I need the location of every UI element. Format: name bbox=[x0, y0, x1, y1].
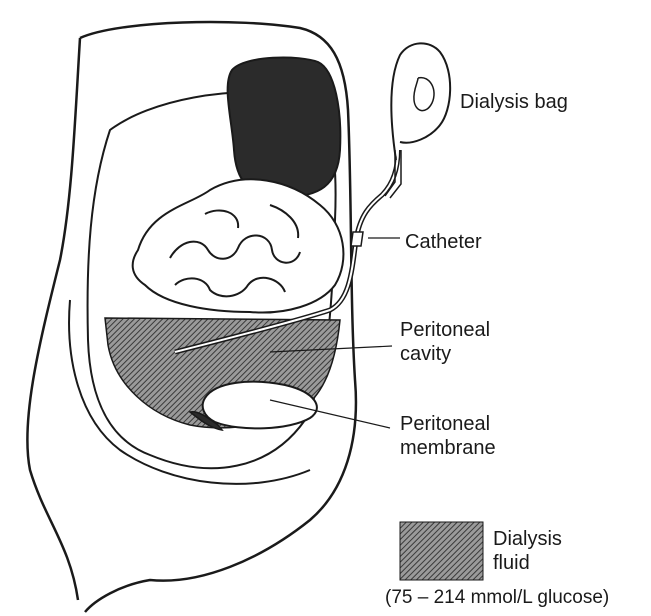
label-dialysis-bag: Dialysis bag bbox=[460, 90, 568, 114]
label-peritoneal-cavity: Peritoneal cavity bbox=[400, 318, 490, 366]
legend-item-line1: Dialysis bbox=[493, 527, 562, 551]
legend-item-line2: fluid bbox=[493, 551, 562, 575]
bladder bbox=[203, 382, 317, 429]
label-peritoneal-cavity-line2: cavity bbox=[400, 342, 490, 366]
label-peritoneal-membrane-line2: membrane bbox=[400, 436, 496, 460]
label-peritoneal-membrane-line1: Peritoneal bbox=[400, 412, 496, 436]
catheter-cuff bbox=[351, 232, 363, 246]
dark-organ bbox=[228, 57, 341, 197]
label-peritoneal-cavity-line1: Peritoneal bbox=[400, 318, 490, 342]
label-peritoneal-membrane: Peritoneal membrane bbox=[400, 412, 496, 460]
legend-item-dialysis-fluid: Dialysis fluid bbox=[493, 527, 562, 575]
legend-swatch-dialysis-fluid bbox=[400, 522, 483, 580]
label-catheter: Catheter bbox=[405, 230, 482, 254]
dialysis-bag[interactable] bbox=[391, 43, 450, 160]
legend-note-glucose: (75 – 214 mmol/L glucose) bbox=[385, 586, 609, 610]
